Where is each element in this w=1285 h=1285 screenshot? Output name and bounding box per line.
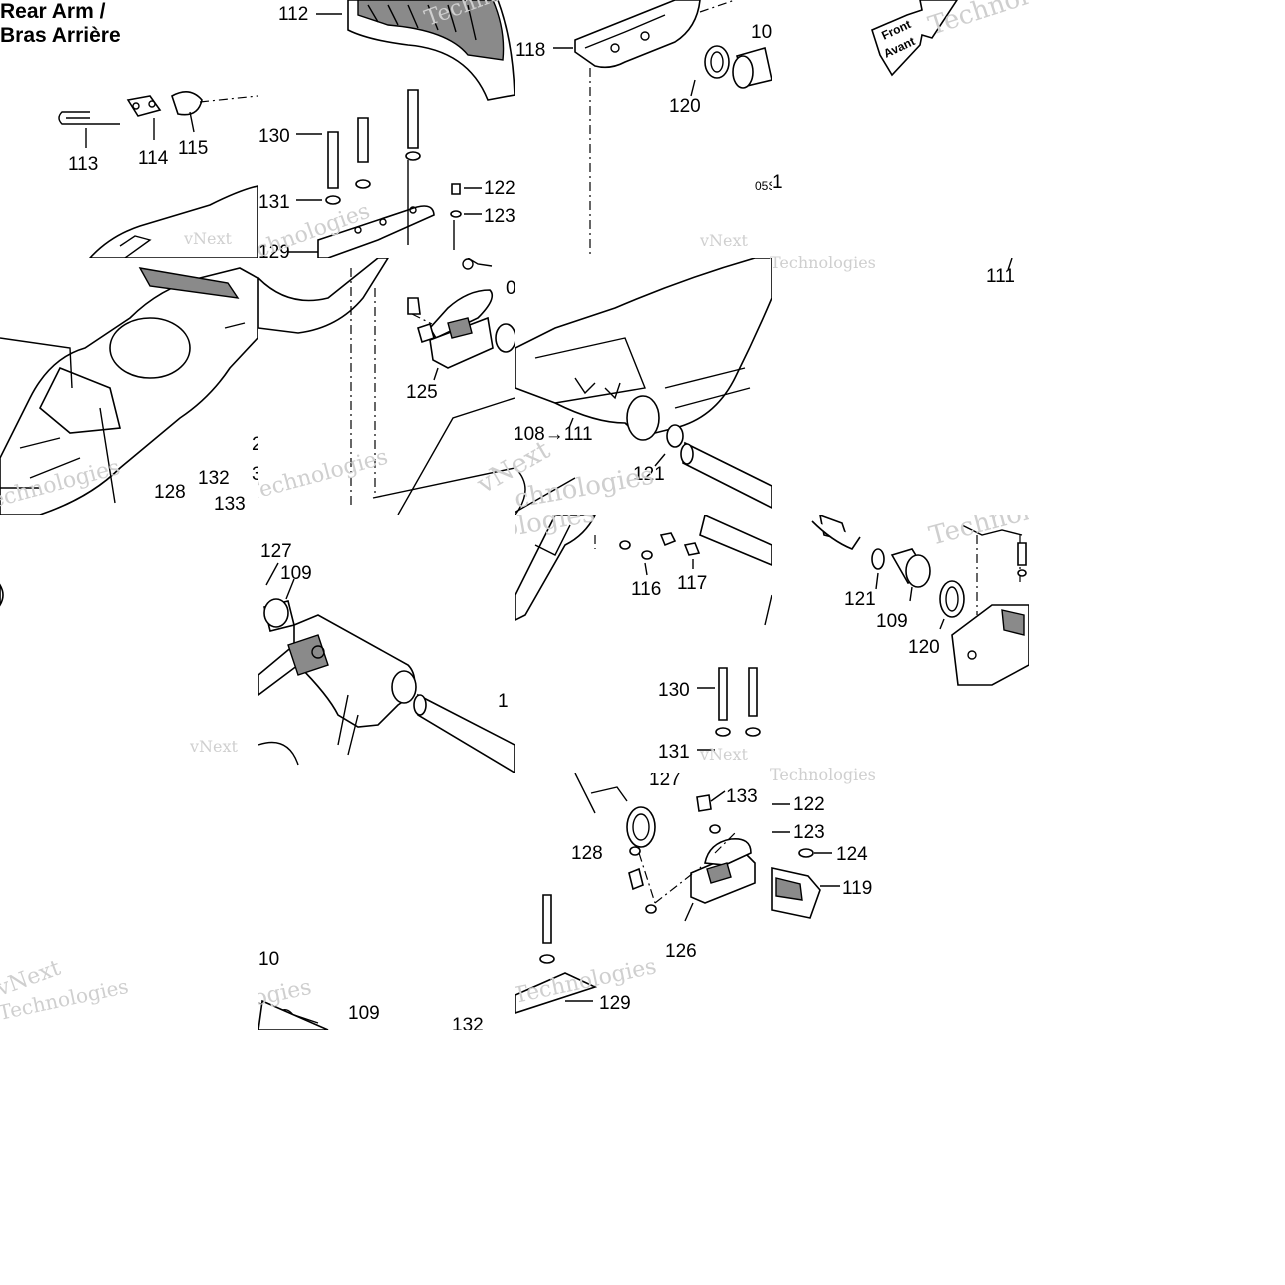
diagram-tile-lower-left: [0, 515, 258, 773]
diagram-tile-lower-right: 121 109 120 Technologies: [772, 515, 1029, 773]
shaft: [699, 515, 772, 566]
diagram-tile-bolts-right: [655, 660, 772, 776]
part-119-bracket: [771, 867, 821, 919]
shaft: [417, 693, 515, 773]
callout-124: 124: [836, 844, 868, 865]
diagram-code: 05S1101b. 02b. 03b. 04b: [755, 179, 772, 193]
arm-edge: [515, 515, 596, 621]
front-arrow-icon: [871, 0, 958, 77]
part-127-washer: [626, 806, 656, 848]
diagram-tile-top-left: Rear Arm / Bras Arrière 113 114 115: [0, 0, 258, 258]
arm-tube-part: [258, 258, 389, 334]
seat-hole: [109, 317, 191, 379]
part-125-clamp-base: [429, 316, 494, 369]
diagram-tile-middle-right: 111: [772, 258, 1029, 515]
callout-122: 122: [793, 794, 825, 815]
diagram-tile-bottom-center-left: 10 109 132 Technologies: [258, 773, 515, 1030]
part-washer: [495, 323, 515, 353]
part-125-clamp-top: [429, 289, 494, 340]
diagram-tile-top-right: Front Avant Technologies 1: [772, 0, 1029, 258]
part-129-bracket: [515, 972, 598, 1014]
part-129-bracket: [317, 205, 435, 258]
callout-123: 123: [793, 822, 825, 843]
callout-119: 119: [842, 878, 872, 899]
bolt-130: [718, 667, 728, 721]
shaft: [682, 441, 772, 509]
swing-arm-bore: [626, 395, 660, 441]
diagram-tile-top-center-left: 112 130 131 129 122 123 Technologies Tec…: [258, 0, 515, 258]
arm-tube-part: [258, 999, 329, 1030]
watermark-text: vNext: [0, 956, 64, 1002]
diagram-tile-lower-center-left: 127 109 vNext 1: [258, 515, 515, 773]
part-120-washer: [704, 45, 730, 79]
diagram-tile-bottom-center-right: 127 128 126 129 Technologies: [515, 773, 772, 1030]
seat-edge: [0, 583, 4, 607]
swing-arm-bore: [391, 670, 417, 704]
part-120-washer: [939, 580, 965, 618]
part-126-clamp-top: [704, 837, 752, 866]
seat-rear-body: [0, 267, 258, 515]
shaft-end: [811, 520, 861, 550]
part-124-washer: [798, 848, 814, 858]
swing-arm-end: [258, 614, 416, 728]
callout-10-partial: 1: [772, 172, 783, 193]
part-115-plate: [171, 91, 203, 116]
diagram-tile-middle-center-left: 09 125 Technologies: [258, 258, 515, 515]
watermark-text: Technologies: [0, 974, 131, 1025]
bolt-top: [407, 89, 419, 149]
diagram-tile-middle-left: Technologies 128 132 133 2 3: [0, 258, 258, 515]
title-line1: Rear Arm /: [0, 0, 106, 23]
diagram-tile-top-center-right: 05S1101b. 02b. 03b. 04b 118 120 10: [515, 0, 772, 258]
swing-arm-body: [515, 258, 772, 434]
diagram-title: Rear Arm / Bras Arrière: [0, 0, 121, 48]
part-121-ring: [666, 424, 684, 448]
part-121-ring: [871, 548, 885, 570]
part-117-nut: [659, 532, 677, 547]
part-118-bracket: [574, 0, 701, 69]
title-line2: Bras Arrière: [0, 24, 121, 47]
part-116-nut: [619, 540, 631, 550]
part-113-clip: [58, 111, 120, 125]
seat-body: [88, 185, 258, 258]
diagram-tile-middle-center-right: 108→111 121 Technologies: [515, 258, 772, 515]
